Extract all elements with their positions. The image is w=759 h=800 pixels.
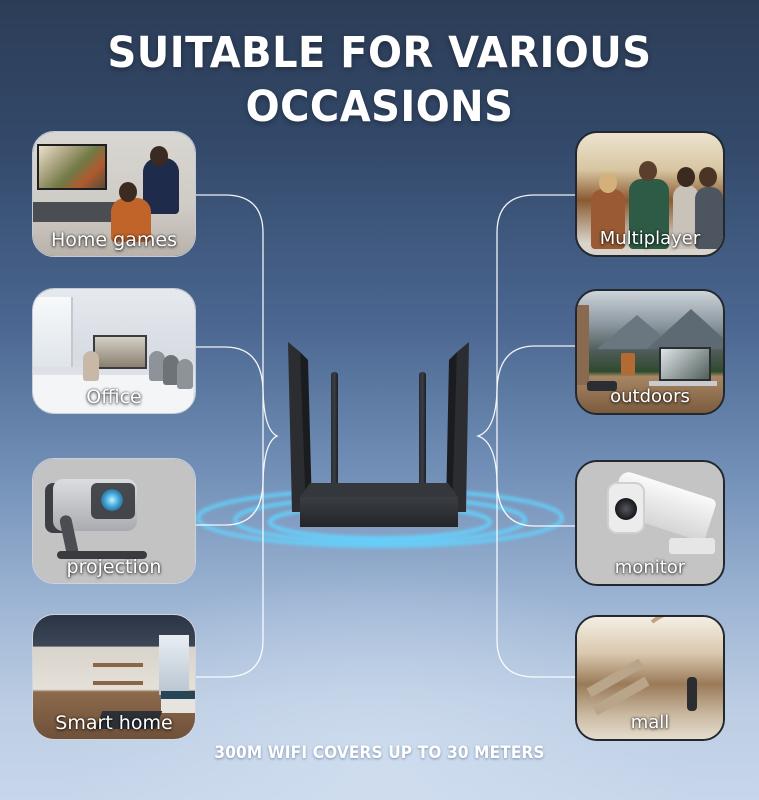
card-label: outdoors (610, 386, 690, 407)
antenna-inner (331, 372, 426, 492)
card-label: Home games (51, 229, 177, 251)
page-title: SUITABLE FOR VARIOUS OCCASIONS (27, 26, 733, 134)
title-line-2: OCCASIONS (245, 82, 514, 132)
card-label: Office (86, 386, 142, 408)
card-label: Multiplayer (599, 228, 701, 249)
card-label: Smart home (55, 712, 173, 734)
occasion-card-monitor[interactable]: monitor (575, 460, 725, 586)
occasion-card-projection[interactable]: projection (32, 458, 196, 584)
projector-scene-icon (33, 459, 195, 583)
card-label: projection (66, 556, 162, 578)
home-games-scene-icon (33, 132, 195, 256)
smart-home-scene-icon (33, 615, 195, 739)
occasion-card-outdoors[interactable]: outdoors (575, 289, 725, 415)
occasion-card-home-games[interactable]: Home games (32, 131, 196, 257)
shopping-mall-scene-icon (577, 617, 723, 739)
coverage-tagline: 300M WIFI COVERS UP TO 30 METERS (214, 743, 545, 763)
card-label: mall (630, 712, 670, 733)
outdoor-laptop-scene-icon (577, 291, 723, 413)
office-meeting-scene-icon (33, 289, 195, 413)
card-label: monitor (614, 557, 686, 578)
occasion-card-multiplayer[interactable]: Multiplayer (575, 131, 725, 257)
occasion-card-office[interactable]: Office (32, 288, 196, 414)
security-camera-scene-icon (577, 462, 723, 584)
occasion-card-smart-home[interactable]: Smart home (32, 614, 196, 740)
friends-group-scene-icon (577, 133, 723, 255)
occasion-card-mall[interactable]: mall (575, 615, 725, 741)
title-line-1: SUITABLE FOR VARIOUS (107, 28, 652, 78)
antenna-outer (288, 342, 469, 512)
router-body (300, 483, 458, 527)
